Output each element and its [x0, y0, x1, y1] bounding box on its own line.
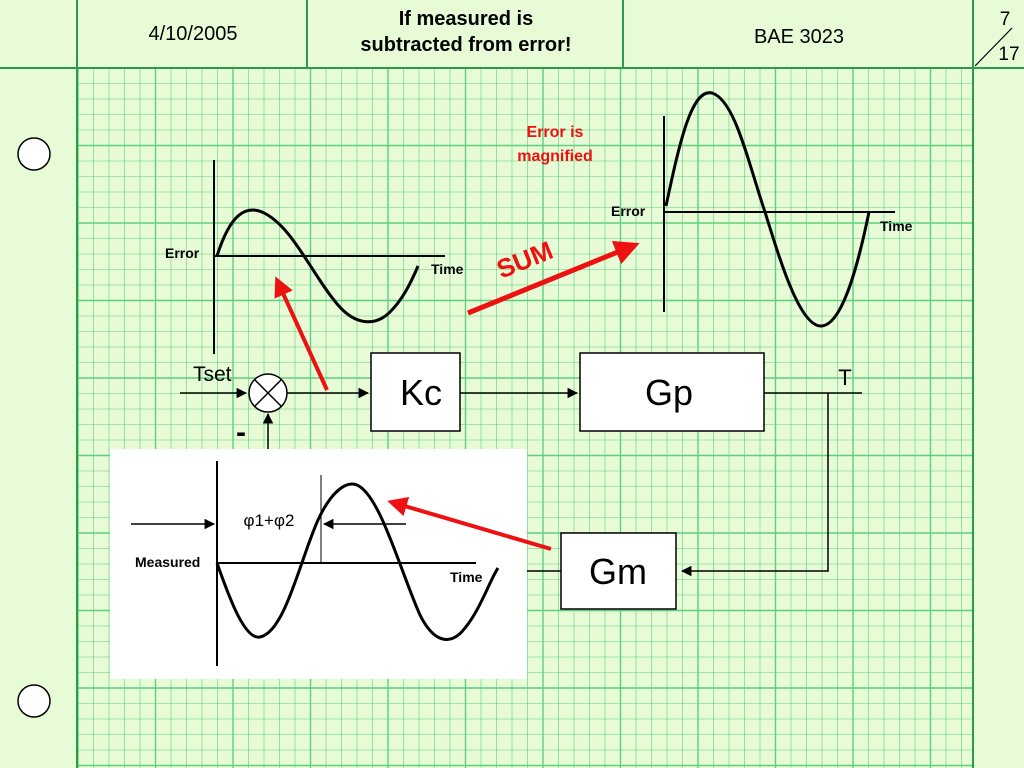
binder-hole-bottom — [17, 684, 51, 718]
feedback-loop: Tset - Kc Gp T Gm — [180, 352, 862, 610]
slide-title-line1: If measured is — [398, 8, 534, 30]
slide-title: If measured is subtracted from error! — [309, 6, 623, 58]
page-current: 7 — [999, 9, 1011, 30]
kc-label: Kc — [400, 372, 442, 413]
error-small-wave — [215, 208, 420, 324]
gm-label: Gm — [589, 551, 647, 592]
measured-plot: φ1+φ2 Measured Time — [110, 449, 527, 679]
error-small-ylabel: Error — [165, 245, 200, 261]
t-label: T — [838, 365, 851, 390]
kc-block — [370, 352, 461, 432]
phase-label: φ1+φ2 — [244, 511, 295, 530]
binder-hole-top — [17, 137, 51, 171]
slide-title-line2: subtracted from error! — [360, 34, 572, 56]
red-arrow-to-error-plot — [274, 276, 329, 391]
gm-block — [560, 532, 677, 610]
measured-wave — [215, 482, 500, 641]
feedback-path-arrow — [680, 393, 829, 577]
error-plot-large: Error Time Error is magnified — [517, 91, 913, 328]
gp-label: Gp — [645, 372, 693, 413]
measured-ylabel: Measured — [135, 554, 200, 570]
error-plot-small: Error Time — [165, 160, 464, 354]
error-large-wave — [664, 91, 871, 328]
tset-label: Tset — [193, 363, 232, 386]
page-total: 17 — [998, 44, 1020, 65]
error-large-ylabel: Error — [611, 203, 646, 219]
summing-junction — [248, 373, 288, 413]
header-date: 4/10/2005 — [148, 23, 238, 45]
gp-block — [579, 352, 765, 432]
minus-sign: - — [236, 416, 246, 449]
red-arrow-to-measured-plot — [387, 496, 552, 551]
sum-arrow-line — [467, 240, 640, 316]
sum-label: SUM — [492, 235, 557, 284]
page-slash — [974, 27, 1013, 67]
error-magnified-note-line2: magnified — [517, 148, 593, 165]
error-small-xlabel: Time — [431, 261, 464, 277]
course-code: BAE 3023 — [753, 26, 845, 48]
sum-arrow: SUM — [467, 235, 640, 316]
error-large-xlabel: Time — [880, 218, 913, 234]
measured-xlabel: Time — [450, 569, 483, 585]
error-magnified-note-line1: Error is — [527, 124, 584, 141]
